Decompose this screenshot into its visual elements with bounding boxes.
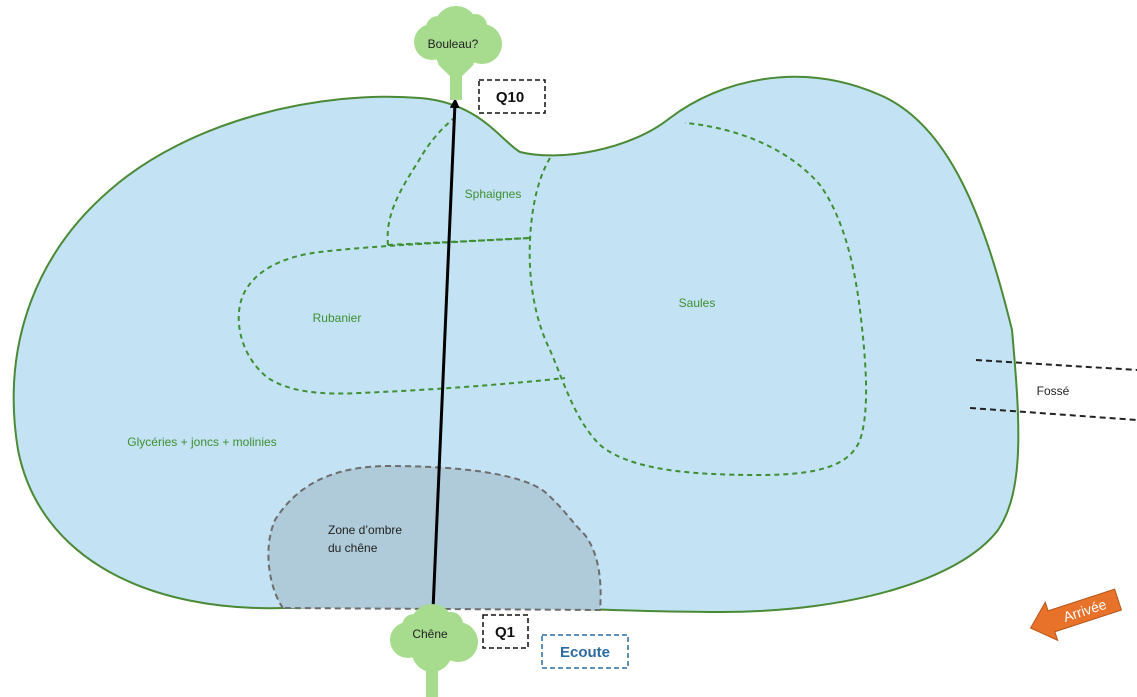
ditch-line-top [975,359,1137,371]
q10-marker-label: Q10 [496,89,524,106]
shade-label-line1: Zone d’ombre [328,523,402,537]
sphaignes-zone-base [387,237,531,246]
q1-marker-box [482,614,529,649]
oak-shade-zone [267,464,602,612]
q1-marker-label: Q1 [495,624,515,641]
bottom-tree-label: Chêne [412,627,448,641]
saules-zone [528,122,868,477]
rubanier-label: Rubanier [313,311,362,325]
q10-marker-box [478,79,546,114]
transect-arrow [431,98,460,611]
shade-label-line2: du chêne [328,541,378,555]
oak-tree-icon [390,604,478,697]
rubanier-zone [237,237,566,395]
saules-label: Saules [679,296,716,310]
ditch-label: Fossé [1037,384,1070,398]
glyceries-label: Glycéries + joncs + molinies [127,435,276,449]
wetland-area [12,75,1020,614]
ecoute-box [541,634,629,669]
birch-tree-icon [414,6,502,100]
sphaignes-label: Sphaignes [465,187,522,201]
top-tree-label: Bouleau? [428,37,479,51]
arrival-arrow-icon: Arrivée [1029,588,1123,642]
ditch-line-bottom [969,407,1137,421]
ecoute-label: Ecoute [560,644,610,661]
